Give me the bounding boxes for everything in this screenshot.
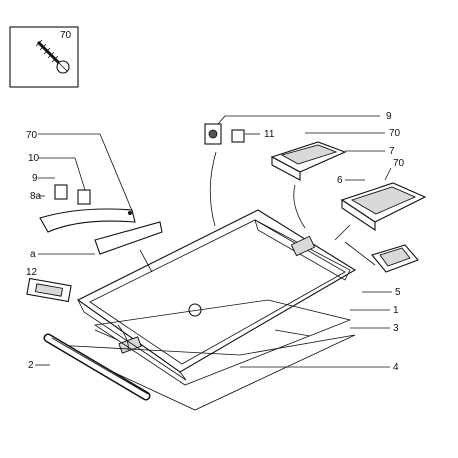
callout-12: 12 — [26, 267, 38, 278]
console-7 — [270, 141, 347, 181]
callout-a: a — [30, 249, 36, 260]
side-rail — [43, 333, 151, 401]
clip-11 — [231, 129, 245, 143]
lamp-5 — [371, 244, 419, 273]
callout-5: 5 — [395, 287, 401, 298]
callout-2: 2 — [28, 360, 34, 371]
underlay-sheet — [54, 334, 356, 411]
callout-6: 6 — [337, 175, 343, 186]
insulation-layer — [93, 299, 352, 386]
console-6 — [340, 182, 427, 232]
clip-9-top — [204, 123, 222, 145]
callout-70-right-top: 70 — [389, 128, 401, 139]
leader-lines — [35, 115, 392, 368]
callout-7: 7 — [389, 146, 395, 157]
inset-box: 70 — [9, 26, 79, 88]
callout-8a: 8a — [30, 191, 42, 202]
screw-icon — [35, 39, 70, 74]
callout-9-top: 9 — [386, 111, 392, 122]
callout-3: 3 — [393, 323, 399, 334]
grab-handle — [39, 184, 163, 255]
callout-70-left: 70 — [26, 130, 38, 141]
inset-label: 70 — [60, 30, 72, 41]
callout-10: 10 — [28, 153, 40, 164]
callout-1: 1 — [393, 305, 399, 316]
callout-labels: 70 10 9 8a a 12 2 9 11 70 7 70 6 5 1 3 4 — [26, 111, 405, 373]
callout-11: 11 — [264, 129, 275, 140]
callout-70-right: 70 — [393, 158, 405, 169]
callout-4: 4 — [393, 362, 399, 373]
callout-9-left: 9 — [32, 173, 38, 184]
